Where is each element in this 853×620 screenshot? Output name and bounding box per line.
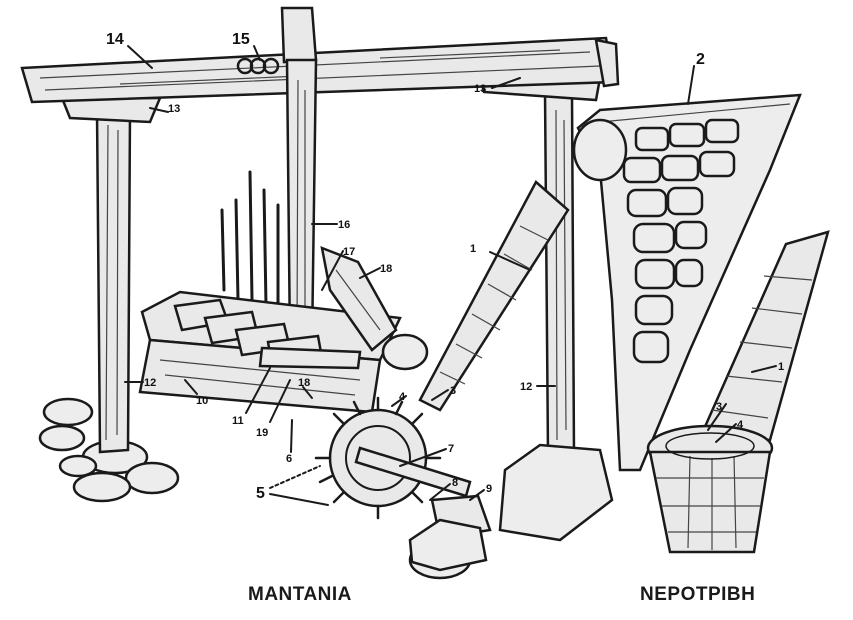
left-foundation-stones (38, 397, 180, 503)
label-15: 15 (232, 31, 250, 48)
caption-mantania: MANTANIA (248, 584, 352, 605)
ground-rocks (408, 443, 614, 572)
label-18: 18 (380, 263, 392, 275)
label-14: 14 (106, 31, 124, 48)
stone-channel (572, 93, 802, 472)
label-13-left: 13 (168, 103, 180, 115)
label-9: 9 (486, 483, 492, 495)
label-7: 7 (448, 443, 454, 455)
left-post (95, 110, 132, 454)
label-4-right: 4 (737, 419, 744, 431)
label-2: 2 (696, 51, 705, 68)
callout-labels: 14 15 13 13 2 16 17 18 1 1 3 4 3 4 12 12… (106, 31, 784, 502)
whirlpool-tub (646, 424, 774, 554)
label-8: 8 (452, 477, 458, 489)
label-11: 11 (232, 415, 244, 427)
fulling-trough (138, 246, 402, 414)
label-6: 6 (286, 453, 292, 465)
label-18-small: 18 (298, 377, 310, 389)
vertical-pole (236, 6, 318, 347)
label-19: 19 (256, 427, 268, 439)
label-5: 5 (256, 485, 265, 502)
fulling-mill-drawing (20, 6, 620, 580)
water-whirlpool-drawing (572, 93, 830, 554)
label-10: 10 (196, 395, 208, 407)
label-12-right: 12 (520, 381, 532, 393)
label-3-right: 3 (716, 401, 722, 413)
label-13-right: 13 (474, 83, 486, 95)
label-16: 16 (338, 219, 350, 231)
label-1-left: 1 (470, 243, 476, 255)
label-4-left: 4 (399, 391, 406, 403)
vertical-stakes (220, 170, 280, 312)
rock (381, 333, 429, 371)
label-3-left: 3 (450, 385, 456, 397)
label-17: 17 (343, 246, 355, 258)
label-12-left: 12 (144, 377, 156, 389)
caption-nerotrivi: ΝΕΡΟΤΡΙΒΗ (640, 584, 755, 605)
leader-lines (124, 45, 777, 506)
label-1-right: 1 (778, 361, 784, 373)
right-post (543, 90, 576, 458)
